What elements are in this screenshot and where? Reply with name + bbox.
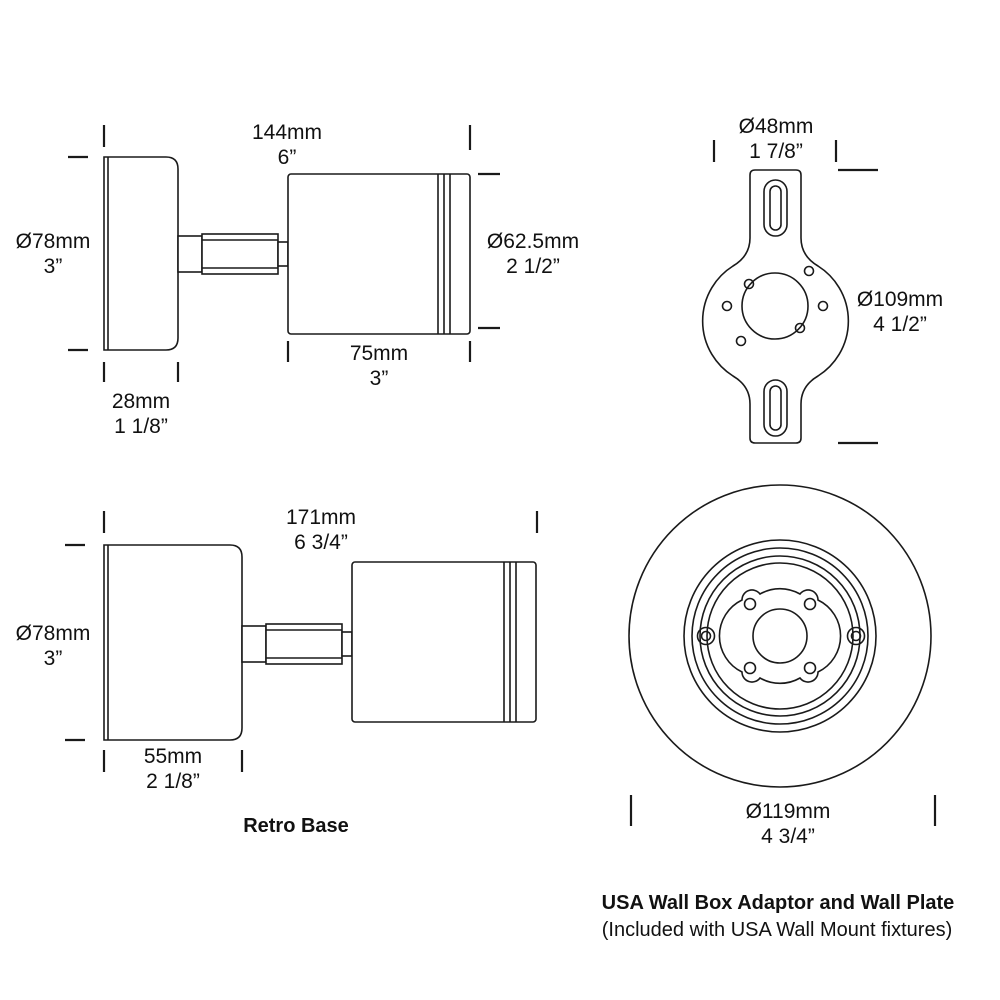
screw-hole bbox=[721, 300, 733, 312]
screw-hole bbox=[794, 322, 806, 334]
dim-slot-diameter-mm: Ø48mm bbox=[739, 115, 814, 138]
wall-plate-outer bbox=[628, 484, 932, 788]
lamp-head bbox=[351, 561, 537, 723]
caption-subtitle: (Included with USA Wall Mount fixtures) bbox=[602, 919, 953, 941]
arm-joint bbox=[341, 631, 353, 657]
fixture-side-view-retro-base: 171mm 6 3/4” Ø78mm 3” 55mm 2 1/8” Retro … bbox=[16, 506, 539, 837]
fixture-side-view-wall-mount: 144mm 6” Ø78mm 3” Ø62.5mm 2 1/2” 75mm 3”… bbox=[16, 121, 579, 438]
wall-box-adaptor: Ø48mm 1 7/8” Ø109mm 4 1/2” bbox=[701, 115, 943, 445]
dim-base-diameter-in: 3” bbox=[44, 647, 63, 670]
mounting-slot-top bbox=[763, 179, 788, 237]
wall-plate: Ø119mm 4 3/4” bbox=[628, 484, 937, 848]
arm-joint bbox=[277, 241, 289, 267]
screw-hole bbox=[803, 265, 815, 277]
screw-hole bbox=[817, 300, 829, 312]
wall-plate-ring bbox=[683, 539, 877, 733]
dim-head-length-mm: 75mm bbox=[350, 342, 408, 365]
mounting-screw-head bbox=[700, 630, 712, 642]
mounting-screw bbox=[846, 626, 866, 646]
mounting-slot-bottom-inner bbox=[769, 385, 782, 431]
retro-base-caption: Retro Base bbox=[243, 815, 349, 837]
center-hole bbox=[752, 608, 808, 664]
dim-length-in: 6 3/4” bbox=[294, 531, 348, 554]
mounting-screw bbox=[696, 626, 716, 646]
screw-hole bbox=[803, 597, 817, 611]
dim-head-diameter-in: 2 1/2” bbox=[506, 255, 560, 278]
mounting-slot-top-inner bbox=[769, 185, 782, 231]
dim-plate-diameter-mm: Ø119mm bbox=[746, 800, 831, 823]
base-plate bbox=[103, 156, 179, 351]
adaptor-flange bbox=[718, 587, 842, 685]
dim-plate-diameter-in: 4 3/4” bbox=[761, 825, 815, 848]
dim-plate-diameter-in: 4 1/2” bbox=[873, 313, 927, 336]
caption-title: USA Wall Box Adaptor and Wall Plate bbox=[602, 892, 955, 914]
dim-base-diameter-mm: Ø78mm bbox=[16, 622, 91, 645]
dim-plate-diameter-mm: Ø109mm bbox=[857, 288, 943, 311]
screw-hole bbox=[743, 597, 757, 611]
adaptor-plate bbox=[701, 169, 850, 444]
mounting-screw-head bbox=[850, 630, 862, 642]
mounting-slot-bottom bbox=[763, 379, 788, 437]
retro-base bbox=[103, 544, 243, 741]
wall-plate-ring bbox=[699, 555, 861, 717]
lamp-head bbox=[287, 173, 471, 335]
arm-collar bbox=[177, 235, 203, 273]
screw-hole bbox=[735, 335, 747, 347]
wall-plate-ring bbox=[691, 547, 869, 725]
dim-base-depth-mm: 28mm bbox=[112, 390, 170, 413]
screw-hole bbox=[743, 661, 757, 675]
dim-base-depth-in: 1 1/8” bbox=[114, 415, 168, 438]
arm-collar bbox=[241, 625, 267, 663]
screw-hole bbox=[803, 661, 817, 675]
dim-length-in: 6” bbox=[278, 146, 297, 169]
dim-head-diameter-mm: Ø62.5mm bbox=[487, 230, 579, 253]
dim-base-diameter-in: 3” bbox=[44, 255, 63, 278]
dim-base-depth-mm: 55mm bbox=[144, 745, 202, 768]
dim-base-diameter-mm: Ø78mm bbox=[16, 230, 91, 253]
screw-hole bbox=[743, 278, 755, 290]
wall-plate-ring bbox=[706, 562, 854, 710]
dim-slot-diameter-in: 1 7/8” bbox=[749, 140, 803, 163]
dim-length-mm: 171mm bbox=[286, 506, 356, 529]
center-hole bbox=[741, 272, 809, 340]
dim-base-depth-in: 2 1/8” bbox=[146, 770, 200, 793]
dim-head-length-in: 3” bbox=[370, 367, 389, 390]
dim-length-mm: 144mm bbox=[252, 121, 322, 144]
